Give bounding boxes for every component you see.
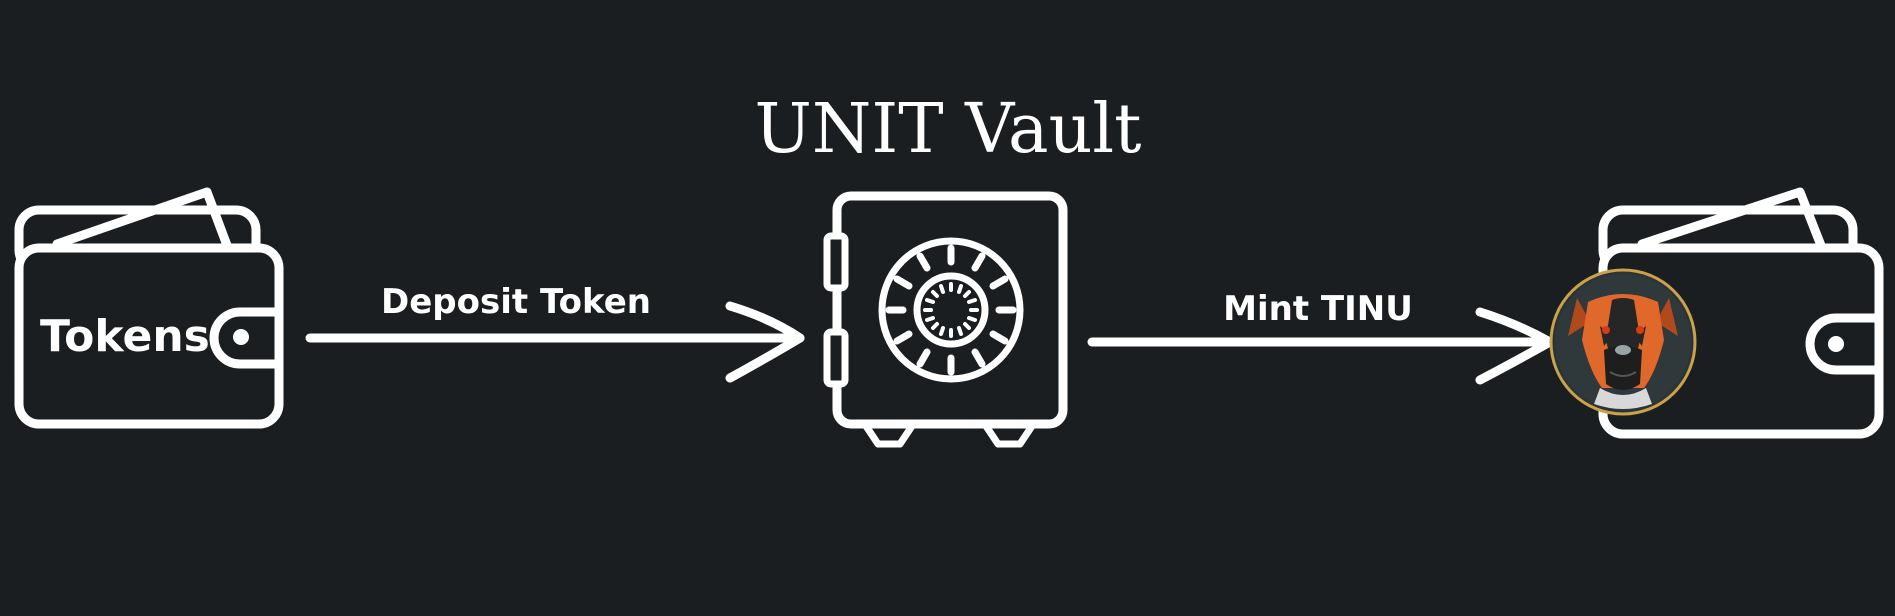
- mint-label: Mint TINU: [1223, 289, 1413, 329]
- source-wallet-icon: [14, 187, 284, 429]
- vault-safe-icon: [823, 191, 1068, 448]
- deposit-label: Deposit Token: [381, 282, 651, 322]
- dial-ticks: [885, 244, 1017, 376]
- source-wallet-label: Tokens: [40, 311, 210, 362]
- diagram-title: UNIT Vault: [755, 90, 1142, 169]
- deposit-arrow: [305, 301, 805, 383]
- inner-dial-teeth: [923, 282, 979, 338]
- tinu-coin-icon: [1549, 268, 1697, 416]
